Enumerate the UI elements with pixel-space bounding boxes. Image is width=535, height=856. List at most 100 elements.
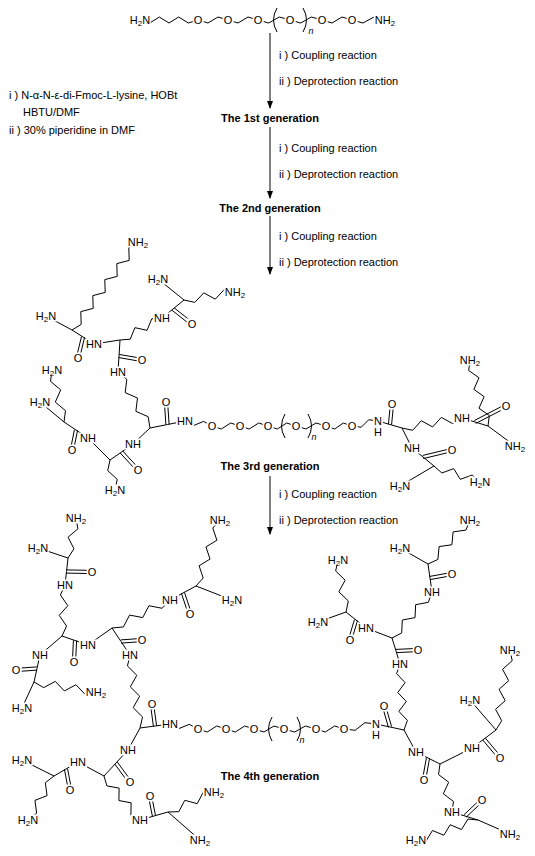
step-label: i ) Coupling reaction (278, 49, 378, 62)
single-bond (64, 422, 76, 430)
atom-label: HN (161, 719, 179, 730)
single-bond (392, 638, 396, 651)
atom-label: O (69, 657, 80, 668)
atom-label: NH2 (459, 355, 481, 366)
atom-label: O (137, 635, 148, 646)
step-label: ii ) Deprotection reaction (278, 256, 399, 269)
atom-label: O (193, 15, 204, 26)
atom-label: O (145, 791, 156, 802)
atom-label: NH (443, 807, 461, 818)
atom-label: O (447, 445, 458, 456)
single-bond (484, 730, 496, 739)
atom-label: H2N (129, 15, 151, 26)
single-bond (110, 452, 122, 460)
single-bond (390, 425, 402, 429)
atom-label: O (187, 319, 198, 330)
step-label: i ) Coupling reaction (278, 142, 378, 155)
atom-label: O (311, 724, 322, 735)
atom-label: NH (423, 587, 441, 598)
atom-label: O (137, 355, 148, 366)
chain-bond (104, 776, 140, 820)
atom-label: O (347, 421, 358, 432)
atom-label: NH2 (374, 15, 396, 26)
atom-label: O (347, 15, 358, 26)
atom-label: NH (407, 747, 425, 758)
atom-label: H2N (27, 543, 49, 554)
single-bond (62, 636, 75, 641)
atom-label: H2N (11, 703, 33, 714)
generation-title: The 3rd generation (218, 460, 321, 473)
atom-label: NH (153, 313, 171, 324)
generation-title: The 4th generation (219, 770, 321, 783)
atom-label: O (65, 785, 76, 796)
single-bond (154, 812, 168, 816)
reaction-arrow (270, 476, 271, 534)
atom-label: O (495, 753, 506, 764)
atom-label: H2N (147, 274, 169, 285)
atom-label: O (317, 15, 328, 26)
chain-bond (439, 764, 454, 812)
single-bond (428, 564, 430, 578)
atom-label: O (73, 353, 84, 364)
atom-label: NH (119, 745, 137, 756)
repeat-bracket (269, 717, 273, 741)
atom-label: H2N (29, 397, 51, 408)
chain-bond (68, 518, 78, 558)
atom-label: H2N (389, 481, 411, 492)
chain-bond (496, 650, 513, 730)
atom-label: O (133, 465, 144, 476)
atom-label: O (87, 567, 98, 578)
chain-bond (59, 585, 68, 636)
atom-label: NH2 (504, 441, 526, 452)
atom-label: NH2 (85, 687, 107, 698)
atom-label: H2N (221, 595, 243, 606)
atom-label: H2N (469, 477, 491, 488)
chain-bond (428, 520, 470, 564)
atom-label: HN (121, 650, 139, 661)
atom-label: O (185, 609, 196, 620)
atom-label: O (207, 421, 218, 432)
atom-label: HN (79, 640, 97, 651)
atom-label: H2N (41, 365, 63, 376)
atom-label: O (339, 724, 350, 735)
atom-label: O (321, 421, 332, 432)
atom-label: O (413, 645, 424, 656)
chain-bond (118, 372, 150, 428)
atom-label: O (253, 15, 264, 26)
atom-label: H2N (307, 617, 329, 628)
atom-label: O (125, 777, 136, 788)
repeat-subscript: n (308, 27, 313, 36)
reagent-text: i ) N-α-N-ε-di-Fmoc-L-lysine, HOBt (8, 89, 178, 102)
atom-label: O (249, 724, 260, 735)
reaction-arrow (270, 127, 271, 198)
atom-label: NH (403, 443, 421, 454)
single-bond (390, 727, 404, 730)
single-bond (140, 726, 155, 728)
atom-label: H2N (17, 815, 39, 826)
atom-label: NH2 (224, 287, 246, 298)
atom-label: NH2 (499, 645, 521, 656)
atom-label: HN (85, 339, 103, 350)
atom-label: O (147, 699, 158, 710)
single-bond (72, 330, 83, 337)
atom-label: O (379, 701, 390, 712)
atom-label: O (223, 15, 234, 26)
repeat-bracket (274, 8, 278, 32)
atom-label: H (371, 730, 381, 741)
chain-bond (28, 776, 54, 820)
atom-label: NH2 (65, 513, 87, 524)
atom-label: NH (463, 743, 481, 754)
single-bond (150, 425, 168, 429)
chain-bond (127, 655, 142, 728)
atom-label: H2N (104, 485, 126, 496)
atom-label: O (387, 399, 398, 410)
step-label: ii ) Deprotection reaction (278, 514, 399, 527)
reagent-text: ii ) 30% piperidine in DMF (8, 124, 136, 137)
atom-label: O (477, 795, 488, 806)
step-label: ii ) Deprotection reaction (278, 75, 399, 88)
step-label: ii ) Deprotection reaction (278, 168, 399, 181)
atom-label: O (263, 421, 274, 432)
atom-label: NH2 (209, 515, 231, 526)
atom-label: HN (109, 367, 127, 378)
atom-label: O (501, 401, 512, 412)
